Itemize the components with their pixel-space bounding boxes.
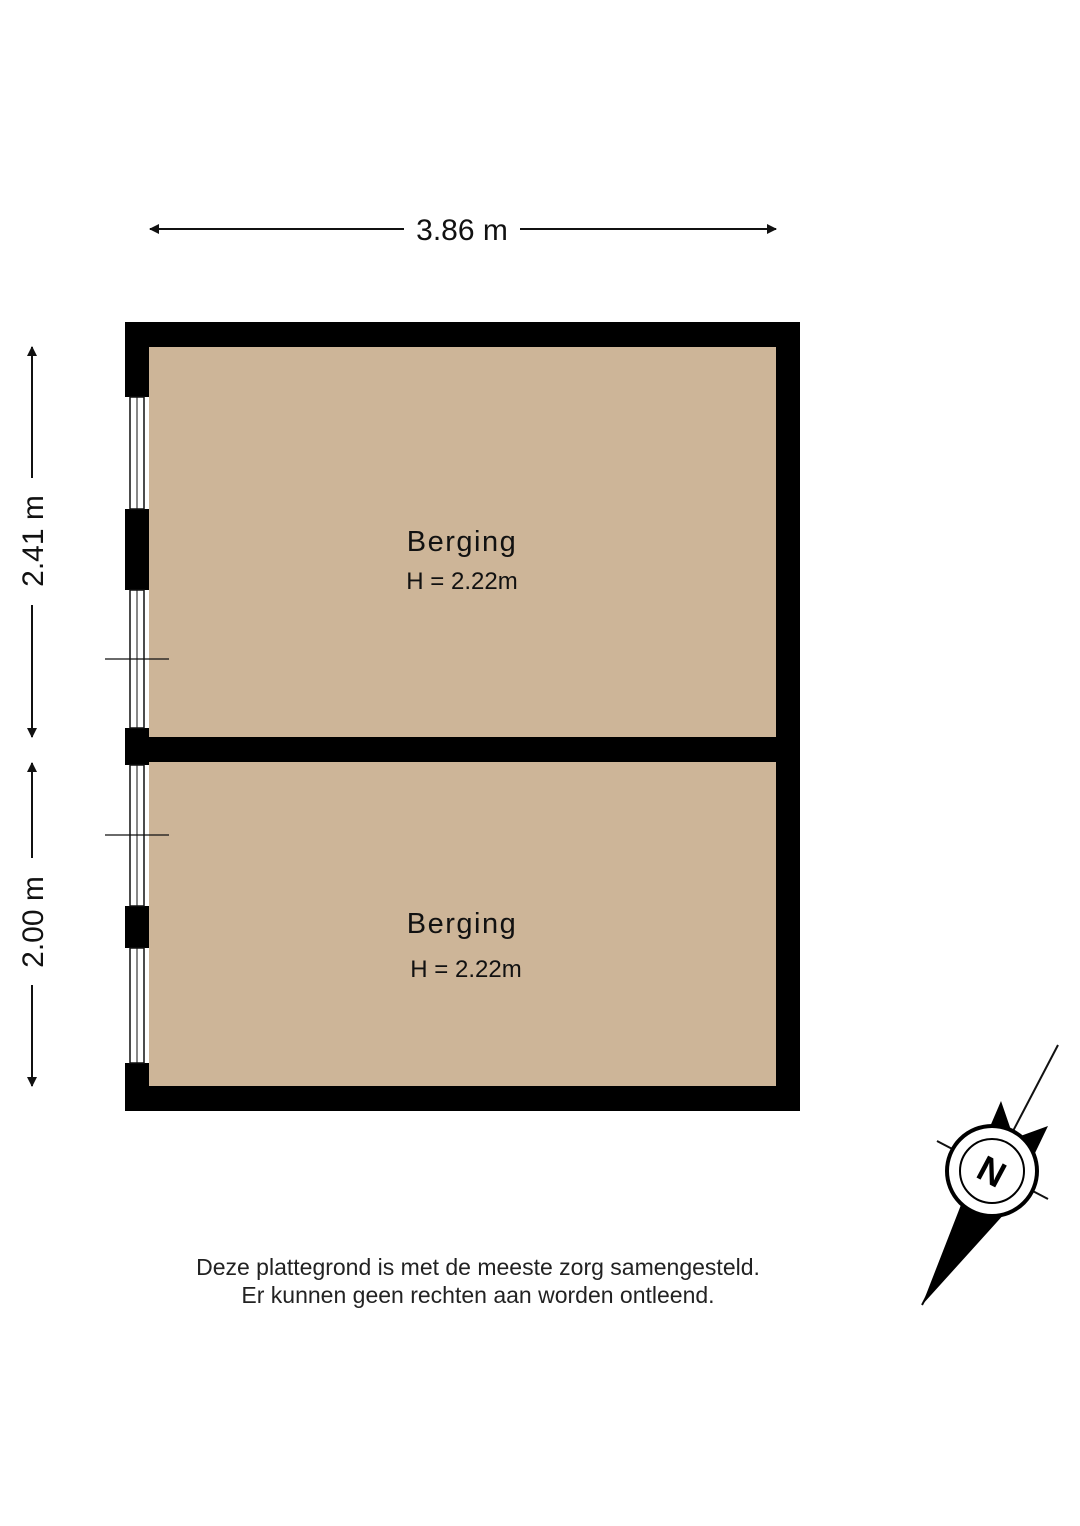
room-floor-bottom — [149, 762, 776, 1086]
disclaimer-line-1: Deze plattegrond is met de meeste zorg s… — [196, 1254, 760, 1280]
room-name-top: Berging — [407, 526, 517, 558]
height-dimension-top: 2.41 m — [17, 346, 50, 738]
room-height-bottom: H = 2.22m — [410, 956, 521, 983]
room-height-top: H = 2.22m — [406, 568, 517, 595]
disclaimer-line-2: Er kunnen geen rechten aan worden ontlee… — [241, 1282, 715, 1308]
compass-icon: N — [921, 1044, 1059, 1306]
width-dimension-label: 3.86 m — [416, 214, 508, 247]
room-name-bottom: Berging — [407, 908, 517, 940]
height-dimension-top-label: 2.41 m — [17, 495, 50, 587]
room-floor-top — [149, 347, 776, 737]
width-dimension: 3.86 m — [149, 214, 777, 247]
window-bottom — [125, 947, 149, 1064]
height-dimension-bottom-label: 2.00 m — [17, 876, 50, 968]
height-dimension-bottom: 2.00 m — [17, 762, 50, 1087]
door-opening-top — [105, 589, 169, 729]
door-opening-bottom — [105, 764, 169, 907]
window-top — [125, 396, 149, 510]
